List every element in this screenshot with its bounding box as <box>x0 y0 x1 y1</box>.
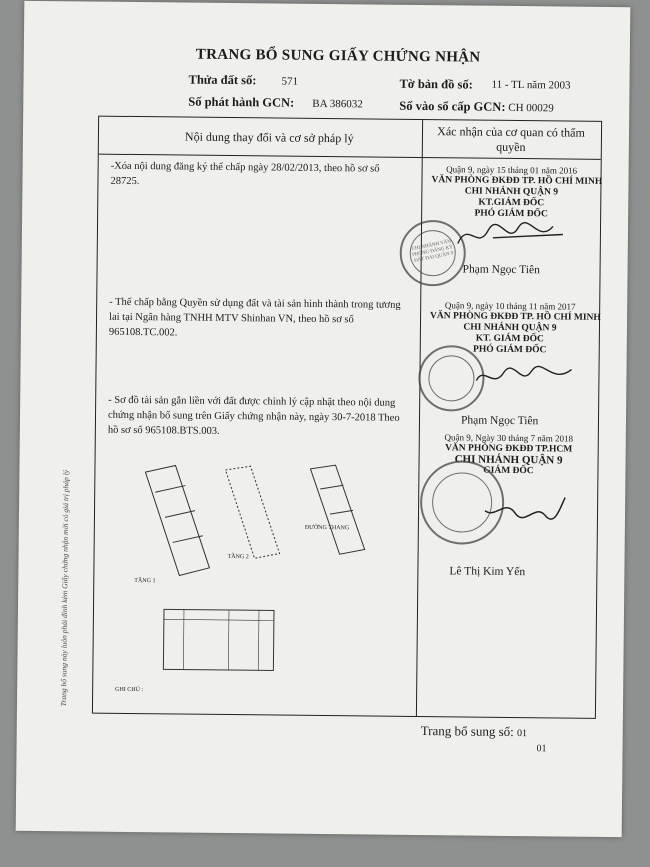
floor-2-outline <box>144 464 211 577</box>
entry-1-content: -Xóa nội dung đăng ký thế chấp ngày 28/0… <box>110 160 380 188</box>
entry-3-signer: Lê Thị Kim Yến <box>449 565 526 579</box>
floor-1-label: TẦNG 1 <box>134 578 156 585</box>
floor-2-label: TẦNG 2 <box>227 554 249 561</box>
header-confirm: Xác nhận của cơ quan có thẩm quyền <box>437 124 585 155</box>
entry-1-signer: Phạm Ngọc Tiên <box>462 263 540 277</box>
entry-value: CH 00029 <box>508 101 554 115</box>
entry-2-office: VĂN PHÒNG ĐKĐĐ TP. HỒ CHÍ MINH <box>430 311 601 323</box>
column-divider <box>415 120 424 716</box>
header-content: Nội dung thay đổi và cơ sở pháp lý <box>184 129 354 146</box>
note-label: GHI CHÚ : <box>115 686 144 694</box>
page-number: 01 <box>536 743 547 755</box>
footer-number: 01 <box>516 728 528 740</box>
changes-table: Nội dung thay đổi và cơ sở pháp lý Xác n… <box>91 115 603 719</box>
entry-label: Số vào sổ cấp GCN: <box>399 98 506 114</box>
stair-label: ĐƯỜNG THANG <box>304 524 350 532</box>
coordinate-table <box>162 608 275 671</box>
side-note: Trang bổ sung này luôn phải đính kèm Giấ… <box>58 469 71 707</box>
signature-1 <box>457 221 563 244</box>
serial-label: Số phát hành GCN: <box>188 94 295 110</box>
entry-1-confirmation: Quận 9, ngày 15 tháng 01 năm 2016 VĂN PH… <box>431 164 603 221</box>
floor-2b-outline <box>224 465 281 559</box>
parcel-value: 571 <box>281 75 299 88</box>
map-sheet-label: Tờ bản đồ số: <box>399 76 473 92</box>
footer-label: Trang bổ sung số: 01 <box>420 723 528 740</box>
parcel-label: Thửa đất số: <box>188 72 257 88</box>
entry-3-content: - Sơ đồ tài sản gắn liền với đất được ch… <box>107 394 400 437</box>
signature-3 <box>484 497 566 520</box>
stair-outline <box>309 464 366 555</box>
floor-plan-diagram <box>144 464 366 671</box>
document-page: TRANG BỔ SUNG GIẤY CHỨNG NHẬN Thửa đất s… <box>15 0 631 838</box>
signature-2 <box>475 365 572 381</box>
serial-value: BA 386032 <box>312 97 363 111</box>
document-title: TRANG BỔ SUNG GIẤY CHỨNG NHẬN <box>195 46 481 66</box>
entry-2-content: - Thế chấp bằng Quyền sử dụng đất và tài… <box>108 296 401 339</box>
entry-2-signer: Phạm Ngọc Tiên <box>460 414 539 428</box>
entry-1-office: VĂN PHÒNG ĐKĐĐ TP. HỒ CHÍ MINH <box>431 175 603 187</box>
map-sheet-value: 11 - TL năm 2003 <box>491 78 571 92</box>
